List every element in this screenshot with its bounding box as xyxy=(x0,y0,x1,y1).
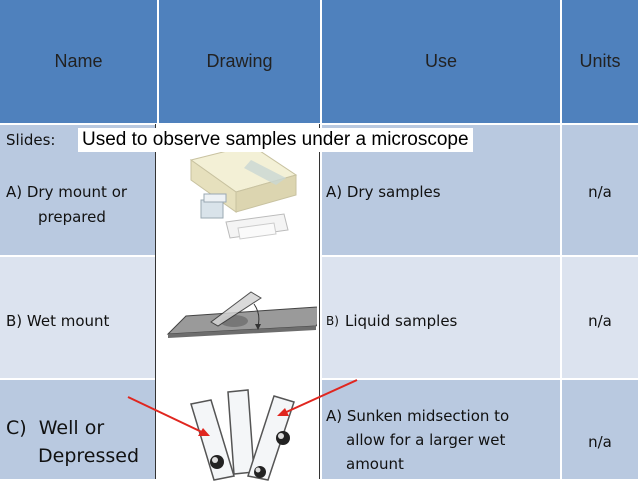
header-units-label: Units xyxy=(579,51,621,71)
row3-use-line2: allow for a larger wet xyxy=(346,431,506,449)
row2-use: Liquid samples xyxy=(345,312,458,330)
header-drawing: Drawing xyxy=(159,0,320,123)
row2-name: B) Wet mount xyxy=(6,312,110,330)
row2-use-prefix: B) xyxy=(326,314,339,328)
row1-name-line1: A) Dry mount or xyxy=(6,183,128,201)
header-drawing-label: Drawing xyxy=(206,51,273,71)
well-slides-drawing xyxy=(190,389,295,481)
header-use-label: Use xyxy=(424,51,457,71)
header-units: Units xyxy=(562,0,638,123)
dry-slide-box-drawing xyxy=(189,144,298,240)
slides-label: Slides: xyxy=(6,131,56,149)
row1-name-line2: prepared xyxy=(38,208,106,226)
row3-name-line2: Depressed xyxy=(38,445,140,467)
header-use: Use xyxy=(322,0,560,123)
row2-units: n/a xyxy=(588,312,612,330)
row1-units: n/a xyxy=(588,183,612,201)
drawing-column xyxy=(155,124,320,481)
row3-name-line1: C) Well or xyxy=(6,417,105,439)
overlay-note: Used to observe samples under a microsco… xyxy=(78,128,473,152)
row3-use-line1: A) Sunken midsection to xyxy=(326,407,510,425)
column-divider xyxy=(560,125,562,479)
header-name: Name xyxy=(0,0,157,123)
row3-units: n/a xyxy=(588,433,612,451)
row3-use-line3: amount xyxy=(346,455,404,473)
column-divider xyxy=(320,125,322,479)
row1-use: A) Dry samples xyxy=(326,183,441,201)
header-name-label: Name xyxy=(54,51,103,71)
wet-mount-slide-drawing xyxy=(166,291,317,338)
